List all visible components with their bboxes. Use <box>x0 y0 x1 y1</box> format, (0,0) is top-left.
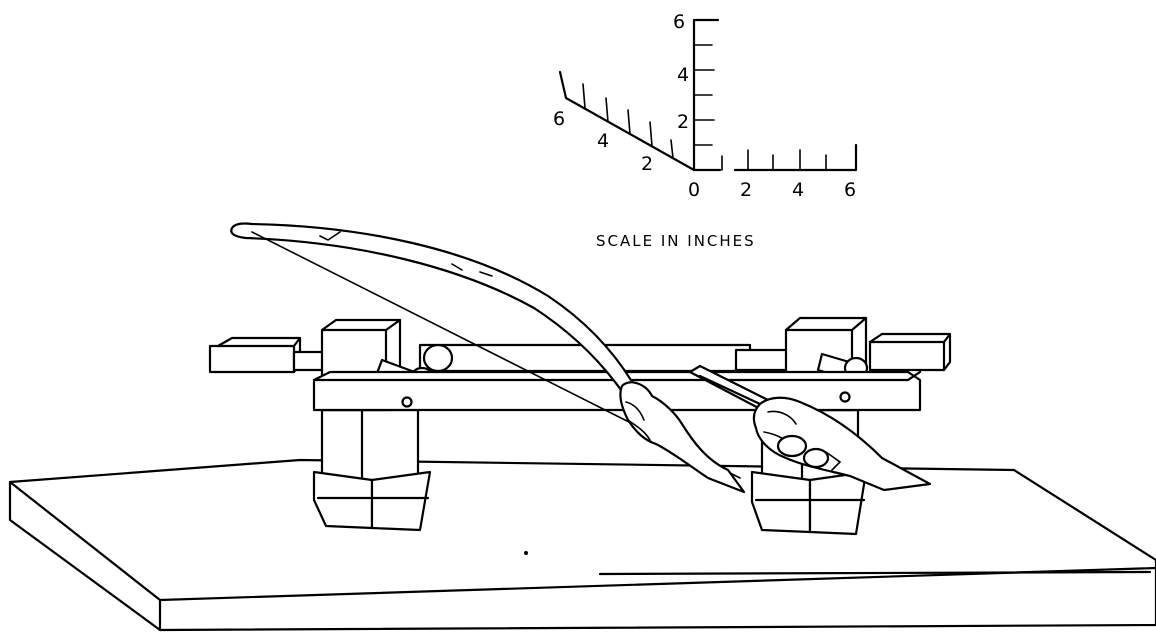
horizontal-tick-4: 4 <box>792 179 804 201</box>
crossbar-hole-left <box>401 396 413 408</box>
vertical-tick-6: 6 <box>673 11 685 33</box>
horizontal-tick-2: 2 <box>740 179 752 201</box>
horizontal-axis-line <box>692 143 858 172</box>
scale-caption: SCALE IN INCHES <box>596 232 756 250</box>
right-end-block <box>868 340 946 372</box>
horizontal-tick-6: 6 <box>844 179 856 201</box>
base-board <box>8 458 1156 632</box>
right-hand <box>752 396 932 492</box>
left-hand <box>619 381 746 494</box>
speck <box>524 551 528 555</box>
vertical-tick-4: 4 <box>677 64 689 86</box>
vertical-axis-ticks <box>693 44 715 146</box>
right-foot-pad <box>750 470 812 534</box>
depth-tick-4: 4 <box>597 130 609 152</box>
scale-axes: 6 4 2 6 4 2 0 2 4 6 <box>553 11 858 201</box>
depth-tick-6: 6 <box>553 108 565 130</box>
left-end-block <box>208 344 296 374</box>
depth-axis-line <box>558 70 696 172</box>
left-foot-pad <box>312 470 374 530</box>
crossbar-hole-right <box>839 391 851 403</box>
horizontal-axis-ticks <box>721 149 827 171</box>
origin-label: 0 <box>688 179 700 201</box>
left-support-leg <box>312 408 432 532</box>
depth-axis-ticks <box>582 83 674 159</box>
vertical-tick-2: 2 <box>677 111 689 133</box>
depth-tick-2: 2 <box>641 153 653 175</box>
